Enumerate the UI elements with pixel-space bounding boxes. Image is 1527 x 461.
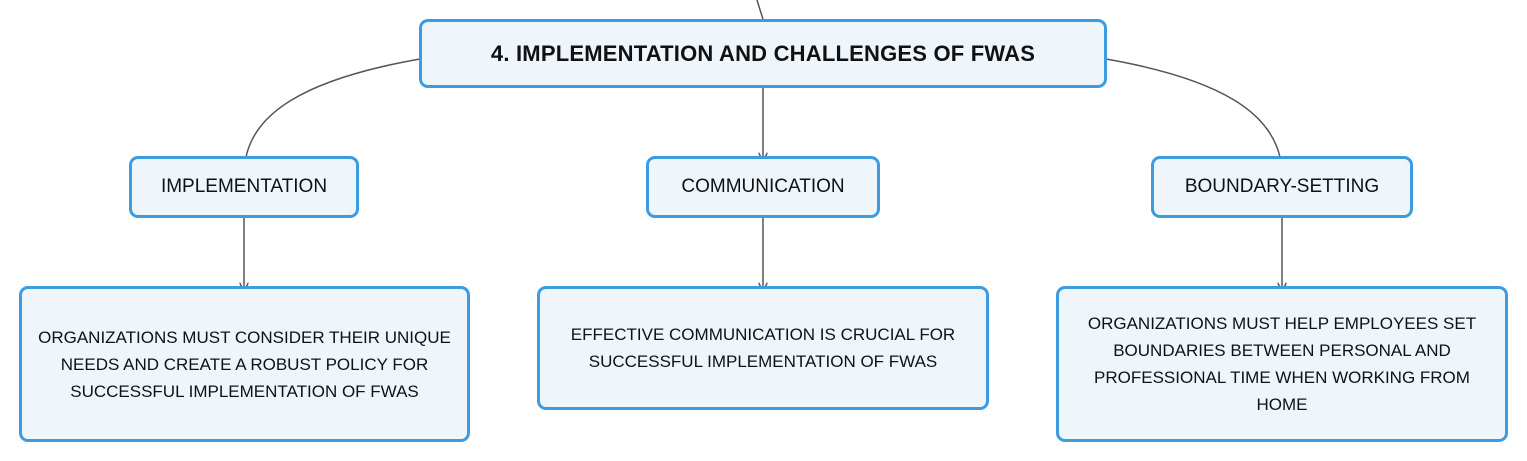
detail-node-boundary-setting[interactable]: ORGANIZATIONS MUST HELP EMPLOYEES SET BO… [1056, 286, 1508, 442]
branch-node-implementation[interactable]: IMPLEMENTATION [129, 156, 359, 218]
branch-node-label: BOUNDARY-SETTING [1184, 176, 1380, 197]
root-to-implementation-connector [245, 58, 421, 158]
branch-node-boundary-setting[interactable]: BOUNDARY-SETTING [1151, 156, 1413, 218]
root-to-boundary-connector [1105, 58, 1281, 158]
root-node-label: 4. IMPLEMENTATION AND CHALLENGES OF FWAS [490, 40, 1036, 66]
detail-node-text: ORGANIZATIONS MUST CONSIDER THEIR UNIQUE… [38, 327, 451, 401]
branch-node-communication[interactable]: COMMUNICATION [646, 156, 880, 218]
parent-connector [756, 0, 764, 20]
detail-node-text: ORGANIZATIONS MUST HELP EMPLOYEES SET BO… [1087, 314, 1477, 414]
detail-node-implementation[interactable]: ORGANIZATIONS MUST CONSIDER THEIR UNIQUE… [19, 286, 470, 442]
detail-node-text: EFFECTIVE COMMUNICATION IS CRUCIAL FOR S… [570, 325, 956, 371]
detail-node-communication[interactable]: EFFECTIVE COMMUNICATION IS CRUCIAL FOR S… [537, 286, 989, 410]
branch-node-label: IMPLEMENTATION [160, 176, 328, 197]
branch-node-label: COMMUNICATION [681, 176, 845, 197]
root-node[interactable]: 4. IMPLEMENTATION AND CHALLENGES OF FWAS [419, 19, 1107, 88]
